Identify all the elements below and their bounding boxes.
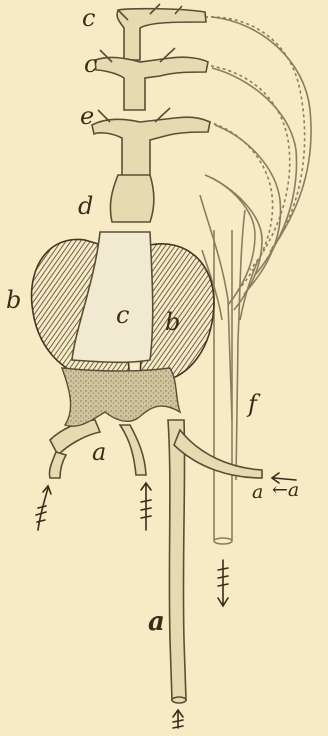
flow-arrow-down-right: [218, 560, 228, 606]
flow-arrow-up-center: [141, 483, 151, 530]
flow-arrow-up-bottom: [173, 710, 183, 728]
label-a-center: a: [92, 438, 106, 466]
label-b-left: b: [6, 286, 21, 314]
label-c-second: c: [84, 50, 97, 78]
flow-arrows: [36, 473, 296, 728]
label-c-ventricle: c: [116, 301, 129, 329]
label-a-arrow: ←a: [272, 479, 299, 501]
sinus-venosus: [62, 368, 180, 426]
label-d: d: [78, 192, 93, 220]
label-b-right: b: [165, 308, 180, 336]
label-c-mid: e: [80, 102, 94, 130]
flow-arrow-up-left: [36, 486, 51, 530]
label-a-right: a: [252, 481, 263, 503]
label-a-bottom: a: [148, 607, 165, 637]
label-c-top: c: [82, 4, 95, 32]
label-f: f: [246, 390, 261, 418]
